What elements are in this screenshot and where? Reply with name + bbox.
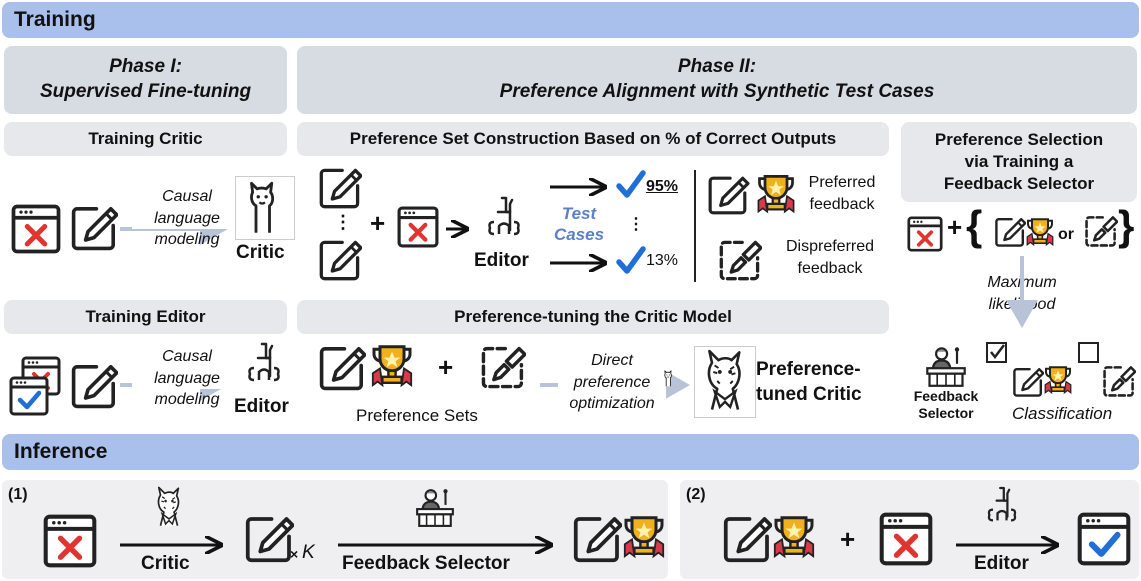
arrow-to-editor: [446, 220, 472, 238]
critic-image-frame: [235, 176, 295, 240]
or-label: or: [1058, 226, 1074, 243]
pct-95: 95%: [646, 178, 679, 195]
broken-pencil-icon: [1084, 214, 1118, 248]
error-window-icon: [10, 204, 62, 254]
training-critic-header: Training Critic: [4, 122, 287, 156]
test-cases-label: Test Cases: [553, 204, 605, 245]
error-window-icon: [878, 512, 934, 566]
check-icon-13: [616, 246, 646, 276]
pencil-icon: [70, 204, 118, 252]
editor-icon: [248, 342, 280, 382]
pct-13: 13%: [646, 252, 679, 269]
preferred-feedback-label: Preferred feedback: [808, 174, 876, 214]
pencil-icon: [318, 344, 366, 392]
arrow-to-95: [550, 178, 612, 196]
pref-tuning-header: Preference-tuning the Critic Model: [297, 300, 889, 334]
stacked-window-icon-front: [8, 376, 50, 416]
trophy-icon: [368, 342, 416, 390]
panel-1-number: (1): [8, 486, 28, 503]
error-window-icon: [396, 206, 440, 248]
classification-label: Classification: [1012, 404, 1113, 423]
arrow-critic: [120, 536, 228, 554]
training-title: Training: [14, 8, 96, 31]
training-editor-header: Training Editor: [4, 300, 287, 334]
dpo-label: Direct preference optimization: [558, 350, 666, 415]
llama-sketch-icon: [157, 486, 180, 527]
small-llama-icon: [664, 370, 672, 387]
feedback-selector-label: Feedback Selector: [913, 388, 979, 421]
editor-label: Editor: [474, 250, 529, 271]
phase1-line2: Supervised Fine-tuning: [39, 81, 252, 102]
trophy-icon: [620, 512, 668, 562]
broken-pencil-icon: [480, 344, 526, 390]
times-symbol: ×: [290, 546, 299, 562]
pencil-icon: [994, 216, 1026, 248]
arrow-down-ml: [1006, 256, 1038, 328]
phase2-header: Phase II: Preference Alignment with Synt…: [297, 46, 1137, 114]
pref-select-header: Preference Selection via Training a Feed…: [901, 122, 1137, 202]
arrow-feedback-selector: [338, 536, 558, 554]
plus-sign: +: [370, 208, 386, 238]
pencil-icon-top: [318, 166, 362, 210]
dispreferred-feedback-label: Dispreferred feedback: [785, 238, 875, 278]
feedback-selector-icon: [924, 344, 968, 388]
preference-sets-label: Preference Sets: [356, 406, 478, 425]
unchecked-box-icon: [1078, 342, 1099, 363]
llama-icon: [250, 181, 275, 235]
training-band: Training: [2, 2, 1139, 38]
pencil-icon: [706, 174, 750, 216]
error-window-icon: [906, 216, 944, 252]
plus-sign: +: [947, 212, 963, 242]
trophy-icon: [1042, 364, 1074, 396]
causal-lm-editor-label: Causal language modeling: [132, 346, 242, 411]
phase1-header: Phase I: Supervised Fine-tuning: [4, 46, 287, 114]
broken-pencil-icon: [1102, 364, 1136, 398]
pencil-icon: [572, 514, 622, 564]
pencil-icon: [1012, 366, 1044, 398]
arrow-editor: [956, 536, 1064, 554]
plus-sign: +: [438, 352, 454, 382]
trophy-icon: [754, 172, 798, 216]
pencil-icon: [722, 514, 772, 564]
vertical-dots-middle: ⋮: [628, 216, 644, 233]
plus-sign: +: [840, 524, 856, 554]
phase1-line1: Phase I:: [109, 56, 182, 78]
brace-open: {: [966, 202, 983, 249]
pref-set-header: Preference Set Construction Based on % o…: [297, 122, 889, 156]
trophy-icon: [770, 512, 818, 562]
broken-pencil-icon: [718, 238, 762, 282]
arrow-to-13: [550, 254, 612, 272]
phase2-line2: Preference Alignment with Synthetic Test…: [499, 81, 935, 102]
success-window-icon: [1076, 512, 1132, 566]
k-label: K: [302, 542, 315, 563]
editor-icon: [987, 486, 1017, 522]
editor-label: Editor: [974, 553, 1029, 574]
pencil-icon-bottom: [318, 238, 362, 282]
trophy-icon: [1024, 216, 1056, 248]
editor-icon: [488, 196, 520, 236]
checked-box-icon: [986, 342, 1007, 363]
error-window-icon: [42, 514, 98, 568]
pencil-icon: [70, 362, 118, 410]
panel-2-number: (2): [686, 486, 706, 503]
editor-label: Editor: [234, 396, 289, 417]
check-icon-95: [616, 170, 646, 200]
brace-close: }: [1118, 202, 1135, 249]
divider: [694, 170, 696, 282]
vertical-dots: ⋮: [334, 212, 352, 232]
critic-label: Critic: [236, 242, 285, 263]
llama-sketch-icon: [707, 349, 741, 411]
feedback-selector-label: Feedback Selector: [342, 553, 510, 574]
tuned-critic-image-frame: [694, 346, 756, 418]
inference-title: Inference: [14, 440, 108, 463]
critic-label: Critic: [141, 553, 190, 574]
inference-panel-1: [2, 480, 668, 579]
preference-tuned-critic-label: Preference- tuned Critic: [756, 359, 862, 405]
feedback-selector-icon: [414, 486, 456, 528]
causal-lm-critic-label: Causal language modeling: [132, 186, 242, 251]
inference-band: Inference: [2, 434, 1139, 470]
phase2-line1: Phase II:: [677, 56, 757, 78]
pencil-icon: [244, 514, 294, 564]
